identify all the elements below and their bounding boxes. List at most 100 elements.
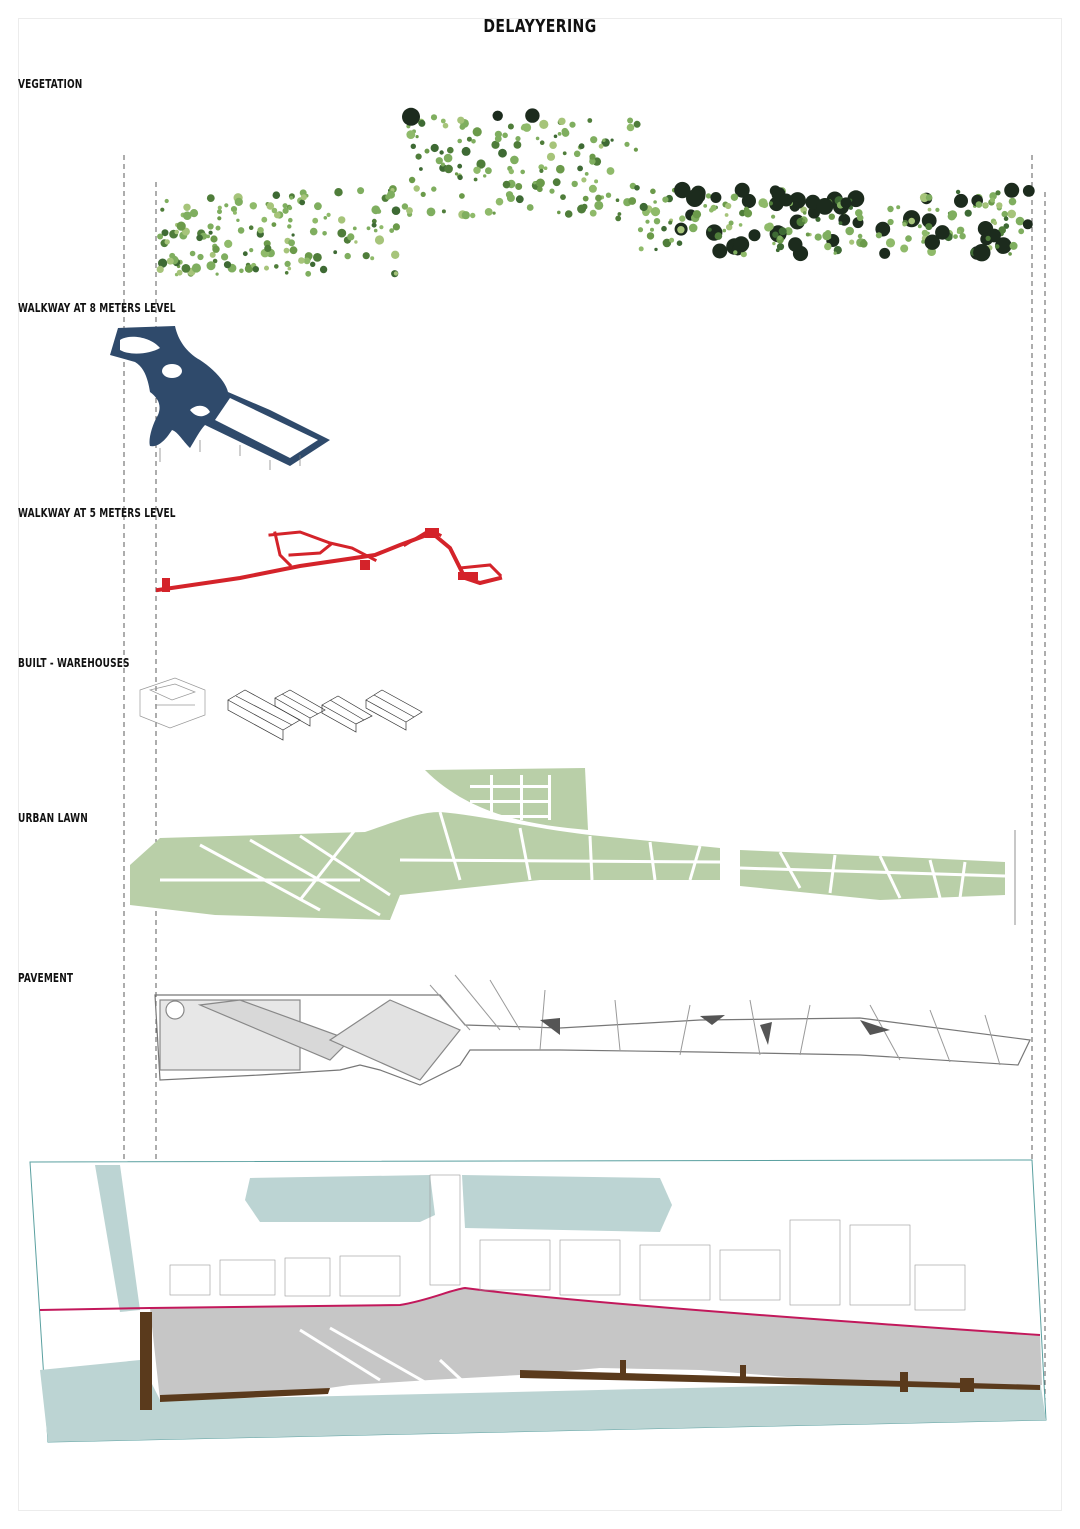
tree-mark — [176, 221, 186, 231]
tree-cluster — [156, 107, 1035, 278]
tree-mark — [833, 251, 837, 255]
tree-mark — [921, 229, 929, 237]
tree-mark — [710, 192, 722, 203]
tree-mark — [954, 193, 968, 208]
tree-mark — [679, 215, 686, 222]
tree-mark — [212, 258, 218, 264]
tree-mark — [539, 140, 545, 145]
tree-mark — [634, 185, 640, 191]
tree-mark — [271, 207, 278, 214]
tree-mark — [589, 158, 596, 165]
tree-mark — [902, 222, 907, 227]
lawn-north-block — [425, 768, 588, 830]
tree-mark — [391, 206, 401, 215]
warehouse-1 — [227, 689, 301, 741]
tree-mark — [357, 187, 365, 195]
tree-mark — [264, 265, 269, 271]
tree-mark — [668, 220, 673, 225]
tree-mark — [714, 232, 723, 240]
vegetation-layer — [156, 107, 1035, 278]
tree-mark — [176, 269, 183, 276]
tree-mark — [1001, 210, 1008, 218]
tree-mark — [741, 193, 757, 209]
tree-mark — [535, 178, 545, 188]
tree-mark — [415, 153, 422, 160]
tree-mark — [845, 226, 854, 236]
tree-mark — [283, 247, 290, 254]
tree-mark — [589, 209, 597, 217]
tree-mark — [444, 164, 453, 174]
tree-mark — [272, 191, 281, 199]
tree-mark — [440, 118, 446, 124]
tree-mark — [808, 206, 820, 219]
tree-mark — [964, 209, 972, 217]
tree-mark — [510, 155, 519, 165]
tree-mark — [662, 238, 672, 248]
tree-mark — [288, 239, 295, 247]
tree-mark — [772, 241, 776, 246]
tree-mark — [457, 174, 463, 181]
tree-mark — [828, 235, 832, 239]
ground-strip — [150, 1288, 1042, 1400]
tree-mark — [730, 193, 739, 201]
tree-mark — [164, 198, 169, 204]
tree-mark — [314, 202, 322, 211]
tree-mark — [983, 202, 989, 208]
tree-mark — [628, 197, 637, 205]
tree-mark — [724, 213, 729, 217]
tree-mark — [236, 218, 240, 222]
tree-mark — [1022, 185, 1035, 197]
tree-mark — [722, 228, 727, 233]
tree-mark — [733, 250, 738, 255]
tree-mark — [313, 253, 322, 262]
tree-mark — [650, 207, 661, 217]
tree-mark — [998, 226, 1006, 234]
tree-mark — [232, 210, 237, 215]
tree-mark — [538, 164, 545, 171]
tree-mark — [927, 207, 932, 212]
tree-mark — [284, 271, 289, 275]
tree-mark — [402, 107, 420, 126]
walkway-8m-layer — [110, 326, 330, 470]
tree-mark — [606, 167, 615, 175]
tree-mark — [587, 118, 593, 123]
tree-mark — [291, 233, 295, 237]
tree-mark — [224, 203, 229, 208]
tree-mark — [558, 117, 566, 126]
tree-mark — [223, 261, 232, 269]
tree-mark — [1007, 209, 1016, 219]
tree-mark — [169, 252, 176, 259]
tree-mark — [1009, 241, 1018, 250]
tree-mark — [562, 151, 567, 156]
tree-mark — [887, 205, 894, 213]
tree-mark — [994, 244, 1000, 249]
tree-mark — [740, 251, 747, 258]
tree-mark — [430, 143, 439, 153]
page-title: DELAYYERING — [483, 16, 597, 37]
tree-mark — [995, 190, 1001, 196]
warehouse-4 — [365, 689, 423, 731]
warehouse-2 — [274, 689, 326, 727]
tree-mark — [776, 243, 785, 251]
tree-mark — [492, 110, 503, 122]
tree-mark — [406, 130, 416, 140]
tree-mark — [921, 213, 937, 229]
tree-mark — [653, 200, 657, 204]
tree-mark — [856, 214, 864, 222]
pavement-layer — [154, 974, 1031, 1086]
pavement-outline — [154, 994, 1031, 1086]
tree-mark — [645, 219, 650, 224]
tree-mark — [627, 117, 634, 124]
tree-mark — [282, 207, 289, 214]
tree-mark — [584, 172, 589, 176]
tree-mark — [181, 264, 191, 273]
tree-mark — [334, 188, 343, 197]
tree-mark — [581, 203, 588, 210]
tree-mark — [418, 119, 426, 127]
layer-label-vegetation: VEGETATION — [18, 76, 83, 91]
tree-mark — [426, 207, 436, 217]
water-basin-west — [245, 1175, 435, 1222]
tree-mark — [764, 223, 773, 232]
tree-mark — [494, 135, 502, 143]
tree-mark — [362, 252, 370, 260]
